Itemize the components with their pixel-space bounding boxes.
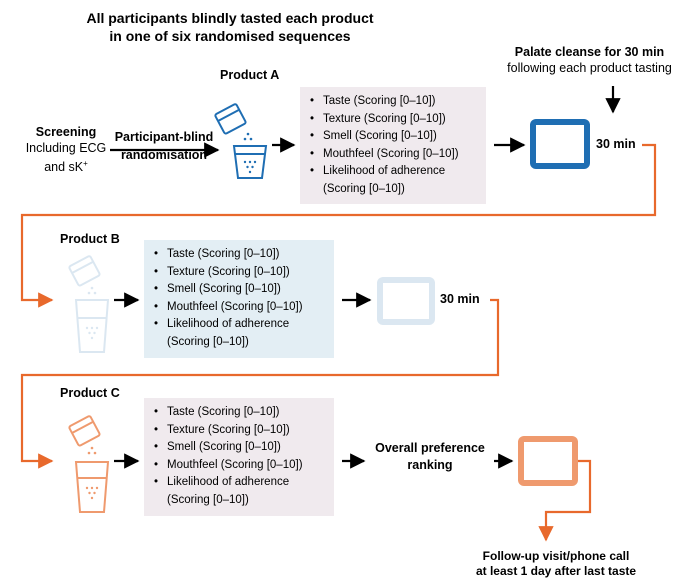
product-a-icons bbox=[214, 103, 268, 179]
screening-block: Screening Including ECG and sK+ bbox=[22, 124, 110, 175]
criterion-texture: Texture (Scoring [0–10]) bbox=[152, 264, 324, 282]
follow-up-line-2: at least 1 day after last taste bbox=[475, 564, 637, 578]
sachet-pour-icon bbox=[214, 103, 247, 135]
water-glass-icon bbox=[74, 299, 110, 353]
criterion-mouthfeel: Mouthfeel (Scoring [0–10]) bbox=[308, 146, 476, 164]
connector-a-to-b bbox=[20, 143, 657, 308]
follow-up-note: Follow-up visit/phone call at least 1 da… bbox=[440, 549, 672, 579]
preference-line-1: Overall preference bbox=[375, 441, 485, 455]
randomisation-line-1: Participant-blind bbox=[114, 130, 214, 144]
palate-subtext: following each product tasting bbox=[507, 61, 672, 75]
bubble-dots bbox=[85, 486, 99, 500]
product-b-icons bbox=[68, 255, 110, 353]
wait-label-b: 30 min bbox=[440, 292, 480, 306]
follow-up-line-1: Follow-up visit/phone call bbox=[482, 549, 630, 563]
water-glass-icon bbox=[232, 145, 268, 179]
sachet-pour-icon bbox=[68, 415, 101, 447]
screening-line-2: and sK+ bbox=[44, 159, 88, 175]
criterion-texture: Texture (Scoring [0–10]) bbox=[308, 111, 476, 129]
tablet-icon-b bbox=[377, 277, 435, 325]
criterion-mouthfeel: Mouthfeel (Scoring [0–10]) bbox=[152, 299, 324, 317]
criterion-adherence: Likelihood of adherence (Scoring [0–10]) bbox=[152, 316, 324, 351]
screening-heading: Screening bbox=[35, 125, 97, 139]
powder-dots bbox=[87, 446, 97, 455]
diagram-title: All participants blindly tasted each pro… bbox=[30, 9, 430, 45]
powder-dots bbox=[87, 286, 97, 295]
palate-cleanse-note: Palate cleanse for 30 min following each… bbox=[502, 44, 677, 76]
tablet-icon-c bbox=[518, 436, 578, 486]
sachet-pour-icon bbox=[68, 255, 101, 287]
product-b-criteria-box: Taste (Scoring [0–10]) Texture (Scoring … bbox=[144, 240, 334, 358]
criterion-taste: Taste (Scoring [0–10]) bbox=[152, 404, 324, 422]
product-c-icons bbox=[68, 415, 110, 513]
randomisation-label: Participant-blind randomisation bbox=[108, 128, 220, 164]
product-c-label: Product C bbox=[60, 386, 120, 400]
title-line-2: in one of six randomised sequences bbox=[109, 28, 351, 44]
criterion-taste: Taste (Scoring [0–10]) bbox=[152, 246, 324, 264]
bubble-dots bbox=[243, 160, 257, 174]
bubble-dots bbox=[85, 326, 99, 340]
product-c-criteria-box: Taste (Scoring [0–10]) Texture (Scoring … bbox=[144, 398, 334, 516]
powder-dots bbox=[243, 132, 253, 141]
water-glass-icon bbox=[74, 461, 110, 513]
tablet-icon-a bbox=[530, 119, 590, 169]
criterion-texture: Texture (Scoring [0–10]) bbox=[152, 422, 324, 440]
title-line-1: All participants blindly tasted each pro… bbox=[86, 10, 374, 26]
connector-b-to-c bbox=[20, 298, 500, 469]
product-b-label: Product B bbox=[60, 232, 120, 246]
criterion-smell: Smell (Scoring [0–10]) bbox=[152, 281, 324, 299]
product-a-label: Product A bbox=[220, 68, 280, 82]
overall-preference-label: Overall preference ranking bbox=[368, 440, 492, 474]
criterion-smell: Smell (Scoring [0–10]) bbox=[308, 128, 476, 146]
criterion-taste: Taste (Scoring [0–10]) bbox=[308, 93, 476, 111]
criterion-mouthfeel: Mouthfeel (Scoring [0–10]) bbox=[152, 457, 324, 475]
criterion-smell: Smell (Scoring [0–10]) bbox=[152, 439, 324, 457]
wait-label-a: 30 min bbox=[596, 137, 636, 151]
preference-line-2: ranking bbox=[407, 458, 453, 472]
screening-line-1: Including ECG bbox=[25, 141, 107, 155]
criterion-adherence: Likelihood of adherence (Scoring [0–10]) bbox=[152, 474, 324, 509]
palate-heading: Palate cleanse for 30 min bbox=[514, 45, 665, 59]
connector-to-follow-up bbox=[538, 459, 592, 542]
criterion-adherence: Likelihood of adherence (Scoring [0–10]) bbox=[308, 163, 476, 198]
product-a-criteria-box: Taste (Scoring [0–10]) Texture (Scoring … bbox=[300, 87, 486, 204]
randomisation-line-2: randomisation bbox=[120, 148, 208, 162]
